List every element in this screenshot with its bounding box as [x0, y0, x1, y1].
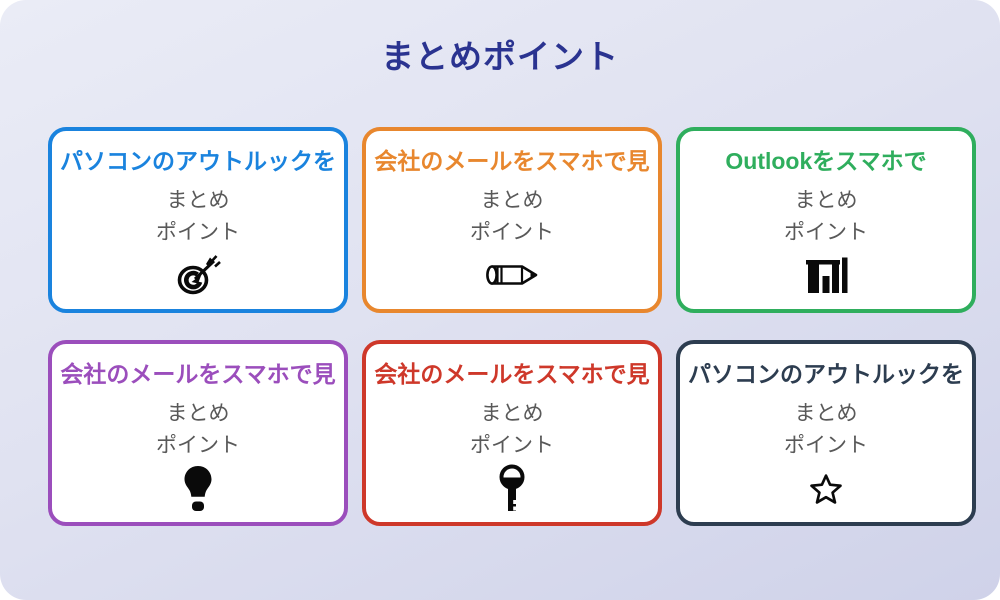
card-subtext-line1: まとめ — [480, 189, 544, 212]
dart-target-icon — [174, 249, 222, 309]
card-subtext-line1: まとめ — [480, 402, 544, 425]
card-subtext-line2: ポイント — [156, 434, 240, 457]
card-subtext-line1: まとめ — [166, 189, 230, 212]
summary-card: Outlookをスマホで まとめ ポイント — [676, 127, 976, 313]
card-subtext-line1: まとめ — [166, 402, 230, 425]
cards-grid: パソコンのアウトルックを まとめ ポイント 会社のメールをスマホで見 まとめ ポ… — [48, 127, 976, 526]
pencil-icon — [483, 249, 541, 309]
card-heading: Outlookをスマホで — [725, 148, 927, 174]
summary-card: 会社のメールをスマホで見 まとめ ポイント — [362, 127, 662, 313]
card-heading: 会社のメールをスマホで見 — [374, 148, 650, 174]
card-subtext-line1: まとめ — [794, 189, 858, 212]
card-heading: パソコンのアウトルックを — [60, 148, 336, 174]
key-icon — [497, 462, 527, 522]
card-heading: 会社のメールをスマホで見 — [374, 361, 650, 387]
card-heading: パソコンのアウトルックを — [688, 361, 964, 387]
card-subtext-line2: ポイント — [784, 434, 868, 457]
star-icon — [810, 462, 842, 522]
page-title: まとめポイント — [381, 38, 619, 75]
card-subtext-line2: ポイント — [470, 221, 554, 244]
summary-card: 会社のメールをスマホで見 まとめ ポイント — [48, 340, 348, 526]
bar-chart-icon — [803, 249, 849, 309]
card-subtext-line1: まとめ — [794, 402, 858, 425]
summary-card: パソコンのアウトルックを まとめ ポイント — [48, 127, 348, 313]
card-heading: 会社のメールをスマホで見 — [60, 361, 336, 387]
card-subtext-line2: ポイント — [784, 221, 868, 244]
summary-card: 会社のメールをスマホで見 まとめ ポイント — [362, 340, 662, 526]
card-subtext-line2: ポイント — [470, 434, 554, 457]
lightbulb-icon — [182, 462, 214, 522]
card-subtext-line2: ポイント — [156, 221, 240, 244]
summary-card: パソコンのアウトルックを まとめ ポイント — [676, 340, 976, 526]
